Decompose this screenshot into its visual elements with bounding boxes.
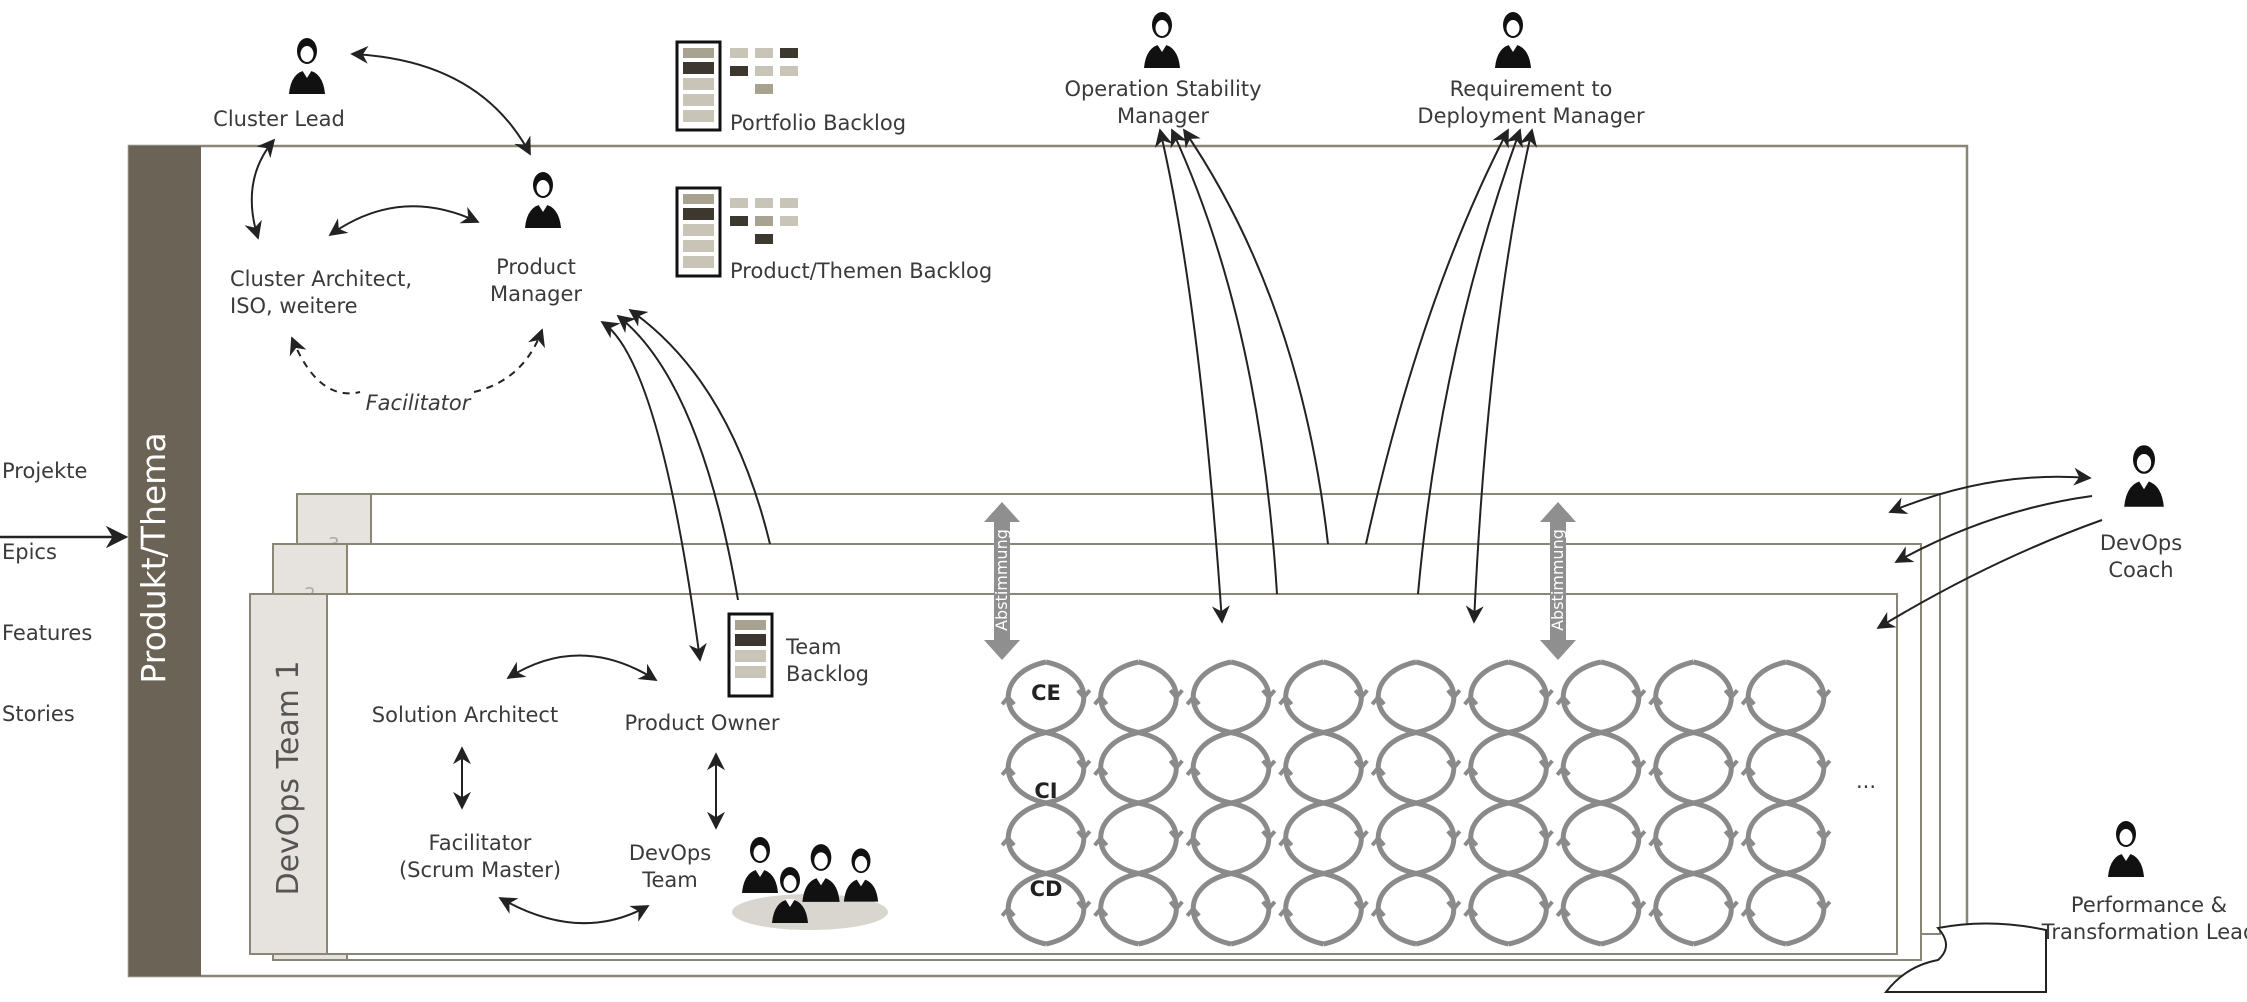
operation-stability-manager-person-icon bbox=[1144, 12, 1180, 68]
produkt-thema-title: Produkt/Thema bbox=[134, 354, 174, 762]
performance-lead-label: Performance & Transformation Lead bbox=[2042, 892, 2247, 946]
input-projekte: Projekte bbox=[2, 458, 92, 485]
team-backlog-label: Team Backlog bbox=[786, 634, 869, 688]
team-backlog-icon bbox=[729, 614, 772, 696]
devops-team-label: DevOps Team bbox=[629, 840, 711, 894]
pipeline-label-ci: CI bbox=[1034, 778, 1057, 805]
input-features: Features bbox=[2, 620, 92, 647]
solution-architect-label: Solution Architect bbox=[372, 702, 558, 729]
product-manager-label: Product Manager bbox=[490, 254, 582, 308]
performance-lead-person-icon bbox=[2108, 821, 2144, 877]
abstimmung-label-1: Abstimmung bbox=[990, 520, 1014, 640]
cluster-architect-label: Cluster Architect, ISO, weitere bbox=[230, 266, 412, 320]
cluster-lead-label: Cluster Lead bbox=[213, 106, 345, 133]
cluster-lead-person-icon bbox=[289, 38, 325, 94]
devops-coach-label: DevOps Coach bbox=[2100, 530, 2182, 584]
requirement-deployment-manager-label: Requirement to Deployment Manager bbox=[1417, 76, 1644, 130]
pipeline-label-ce: CE bbox=[1031, 680, 1061, 707]
devops-coach-person-icon bbox=[2124, 445, 2164, 507]
input-stories: Stories bbox=[2, 701, 92, 728]
product-owner-label: Product Owner bbox=[625, 710, 780, 737]
pipeline-label-cd: CD bbox=[1030, 876, 1063, 903]
input-epics: Epics bbox=[2, 539, 92, 566]
input-list: Projekte Epics Features Stories bbox=[2, 404, 92, 755]
abstimmung-label-2: Abstimmung bbox=[1546, 520, 1570, 640]
operation-stability-manager-label: Operation Stability Manager bbox=[1064, 76, 1261, 130]
pipeline-ellipsis: ... bbox=[1856, 768, 1876, 795]
product-backlog-label: Product/Themen Backlog bbox=[730, 258, 992, 285]
devops-team-title: DevOps Team 1 bbox=[269, 628, 309, 928]
portfolio-backlog-label: Portfolio Backlog bbox=[730, 110, 906, 137]
facilitator-top-label: Facilitator bbox=[366, 390, 471, 417]
requirement-deployment-manager-person-icon bbox=[1495, 12, 1531, 68]
facilitator-scrum-master-label: Facilitator (Scrum Master) bbox=[399, 830, 561, 884]
